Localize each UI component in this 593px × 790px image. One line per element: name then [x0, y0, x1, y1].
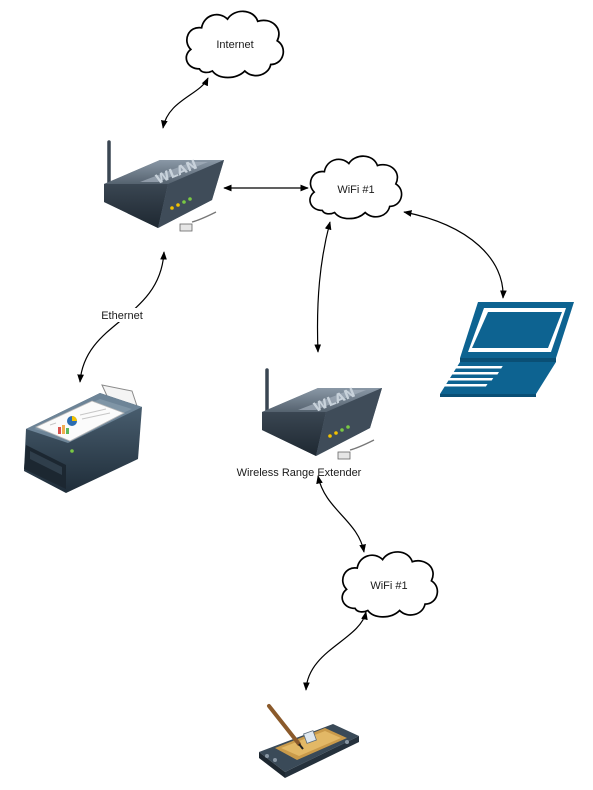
- cloud-wifi-top[interactable]: WiFi #1: [309, 155, 403, 220]
- connector-wifi2-pda[interactable]: [303, 611, 368, 691]
- router-status-leds: [170, 197, 192, 210]
- ethernet-plug-icon: [179, 211, 217, 232]
- pda-buttons: [265, 740, 349, 762]
- printer-icon[interactable]: [24, 384, 142, 493]
- wlan-router-icon[interactable]: WLAN: [104, 140, 224, 232]
- stylus-icon: [267, 704, 304, 750]
- cloud-internet[interactable]: Internet: [185, 10, 285, 79]
- cloud-wifi-bottom[interactable]: WiFi #1: [341, 551, 439, 618]
- cloud-wifi-bottom-label: WiFi #1: [370, 580, 407, 592]
- extender-status-leds: [328, 425, 350, 438]
- cloud-internet-label: Internet: [216, 39, 253, 51]
- connector-internet-router[interactable]: [161, 77, 209, 129]
- wlan-extender-icon[interactable]: WLAN: [262, 368, 382, 460]
- connector-wifi-extender[interactable]: [314, 221, 332, 353]
- connector-wifi-laptop[interactable]: [403, 210, 507, 299]
- extender-label: Wireless Range Extender: [237, 467, 362, 479]
- connector-extender-wifi2[interactable]: [316, 475, 366, 553]
- pda-icon[interactable]: [259, 704, 359, 778]
- laptop-icon[interactable]: [425, 302, 574, 397]
- printed-chart-icon: [49, 408, 111, 434]
- ethernet-plug-icon: [337, 439, 375, 460]
- laptop-keyboard-icon: [425, 366, 503, 387]
- cloud-wifi-top-label: WiFi #1: [337, 184, 374, 196]
- ethernet-label: Ethernet: [101, 310, 143, 322]
